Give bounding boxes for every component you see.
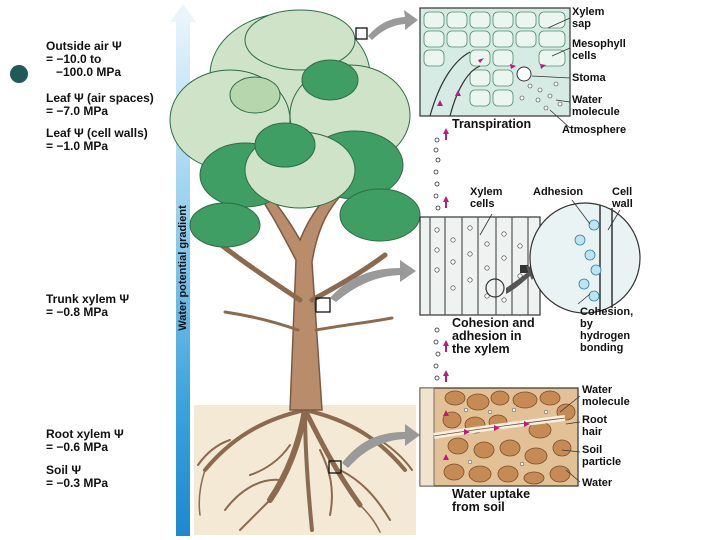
- zoom-box-trunk: [315, 297, 331, 313]
- trunk-xylem-value: = −0.8 MPa: [46, 305, 109, 319]
- label-cell-wall: Cell wall: [612, 186, 633, 210]
- leader-lines: [479, 17, 621, 483]
- zoom-box-root: [328, 460, 342, 474]
- label-water-molecule-top: Water molecule: [572, 94, 620, 118]
- outside-air-title: Outside air Ψ: [46, 39, 122, 53]
- caption-cohesion-adhesion: Cohesion and adhesion in the xylem: [452, 316, 535, 356]
- xylem-panel: [419, 202, 641, 316]
- soil-panel: [419, 387, 579, 487]
- leaf-wall-value: = −1.0 MPa: [46, 139, 109, 153]
- water-column: [433, 137, 441, 381]
- label-root-hair: Root hair: [582, 414, 608, 438]
- xylem-magnified-circle: [529, 202, 641, 314]
- label-soil-particle: Soil particle: [582, 444, 622, 468]
- leaf-air-value: = −7.0 MPa: [46, 104, 109, 118]
- flow-arrows: [443, 128, 449, 382]
- root-xylem-value: = −0.6 MPa: [46, 440, 109, 454]
- caption-transpiration: Transpiration: [452, 117, 532, 131]
- label-xylem-sap: Xylem sap: [572, 6, 605, 30]
- zoom-box-leaf: [355, 27, 368, 40]
- label-stoma: Stoma: [572, 72, 606, 84]
- leaf-wall-title: Leaf Ψ (cell walls): [46, 126, 148, 140]
- root-xylem-title: Root xylem Ψ: [46, 427, 124, 441]
- label-mesophyll-cells: Mesophyll cells: [572, 38, 626, 62]
- roots: [197, 407, 413, 533]
- label-water-molecule-bottom: Water molecule: [582, 384, 630, 408]
- tree-trunk: [253, 178, 352, 411]
- label-cohesion: Cohesion, by hydrogen bonding: [580, 306, 634, 354]
- outside-air-value: = −10.0 to −100.0 MPa: [46, 52, 122, 79]
- caption-water-uptake: Water uptake from soil: [452, 487, 531, 514]
- tree-canopy: [169, 9, 421, 248]
- trunk-xylem-title: Trunk xylem Ψ: [46, 292, 130, 306]
- leaf-air-title: Leaf Ψ (air spaces): [46, 91, 154, 105]
- gradient-arrow-head: [170, 4, 196, 22]
- soil-value: = −0.3 MPa: [46, 476, 109, 490]
- label-atmosphere: Atmosphere: [562, 124, 627, 136]
- transpiration-panel: [419, 7, 571, 117]
- label-adhesion: Adhesion: [533, 186, 584, 198]
- label-water: Water: [582, 477, 613, 489]
- soil-title: Soil Ψ: [46, 463, 82, 477]
- callout-arrows: [330, 10, 420, 468]
- label-xylem-cells: Xylem cells: [470, 186, 503, 210]
- slide-bullet: [10, 65, 28, 83]
